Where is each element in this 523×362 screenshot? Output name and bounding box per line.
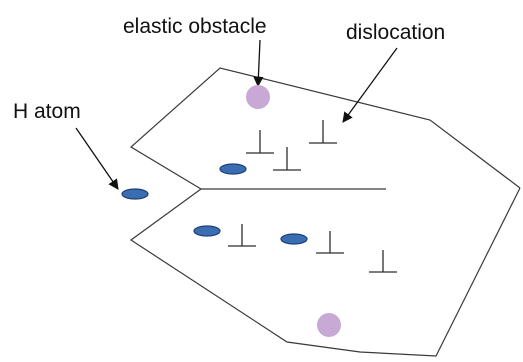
dislocation-symbol — [316, 231, 344, 254]
dislocation-label: dislocation — [346, 21, 445, 44]
elastic-obstacle — [317, 313, 341, 337]
dislocation-symbol — [228, 224, 256, 247]
dislocation-arrow — [342, 47, 398, 123]
elastic-obstacle-arrow — [253, 39, 264, 88]
dislocation-symbol — [273, 147, 301, 171]
h-atom-label: H atom — [13, 100, 81, 123]
elastic-obstacle — [246, 85, 270, 109]
hydrogen-atom — [219, 163, 247, 175]
elastic-obstacle-label: elastic obstacle — [123, 15, 267, 38]
dislocation-symbol — [369, 250, 397, 273]
upper-grain-outline — [129, 67, 521, 190]
dislocation-symbol — [309, 120, 337, 144]
lower-grain-outline — [129, 187, 521, 357]
hydrogen-atom — [121, 188, 149, 200]
hydrogen-atom — [193, 225, 221, 237]
dislocation-symbol — [246, 130, 274, 154]
h-atom-arrow — [75, 127, 119, 190]
hydrogen-atom — [280, 233, 308, 245]
